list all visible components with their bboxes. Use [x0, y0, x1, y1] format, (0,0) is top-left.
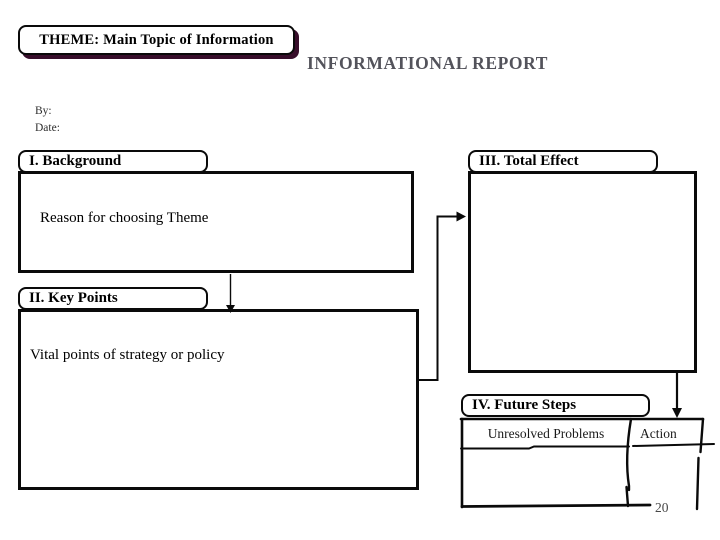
page-number: 20 [655, 500, 669, 515]
section-tab-key-points-label: II. Key Points [29, 290, 118, 306]
section-tab-background: I. Background [18, 150, 208, 173]
section-tab-future-steps-label: IV. Future Steps [472, 397, 577, 413]
arrow-total-effect-to-future-steps [672, 373, 682, 418]
section-tab-future-steps: IV. Future Steps [461, 394, 650, 417]
arrow-key-points-to-total-effect [418, 211, 466, 381]
section-body-total-effect [468, 171, 697, 373]
byline-date: Date: [35, 122, 60, 134]
byline: By: Date: [35, 103, 60, 137]
byline-by: By: [35, 105, 52, 117]
table-header-divider-right [632, 443, 715, 447]
report-title: INFORMATIONAL REPORT [307, 53, 549, 73]
section-tab-total-effect-label: III. Total Effect [479, 153, 579, 169]
background-body-text: Reason for choosing Theme [40, 210, 209, 226]
table-header-divider-left [460, 445, 630, 450]
section-tab-background-label: I. Background [29, 153, 122, 169]
section-body-key-points: Vital points of strategy or policy [18, 309, 419, 490]
theme-box-label: THEME: Main Topic of Information [39, 31, 274, 48]
section-tab-total-effect: III. Total Effect [468, 150, 658, 173]
section-body-background: Reason for choosing Theme [18, 171, 414, 273]
future-steps-column-action: Action [640, 426, 677, 441]
key-points-body-text: Vital points of strategy or policy [30, 347, 225, 363]
theme-box: THEME: Main Topic of Information [18, 25, 295, 55]
arrow-background-to-key-points [226, 274, 235, 313]
table-right-border [695, 417, 705, 511]
future-steps-column-unresolved-problems: Unresolved Problems [487, 426, 605, 441]
section-tab-key-points: II. Key Points [18, 287, 208, 310]
table-bottom-border [460, 503, 652, 508]
